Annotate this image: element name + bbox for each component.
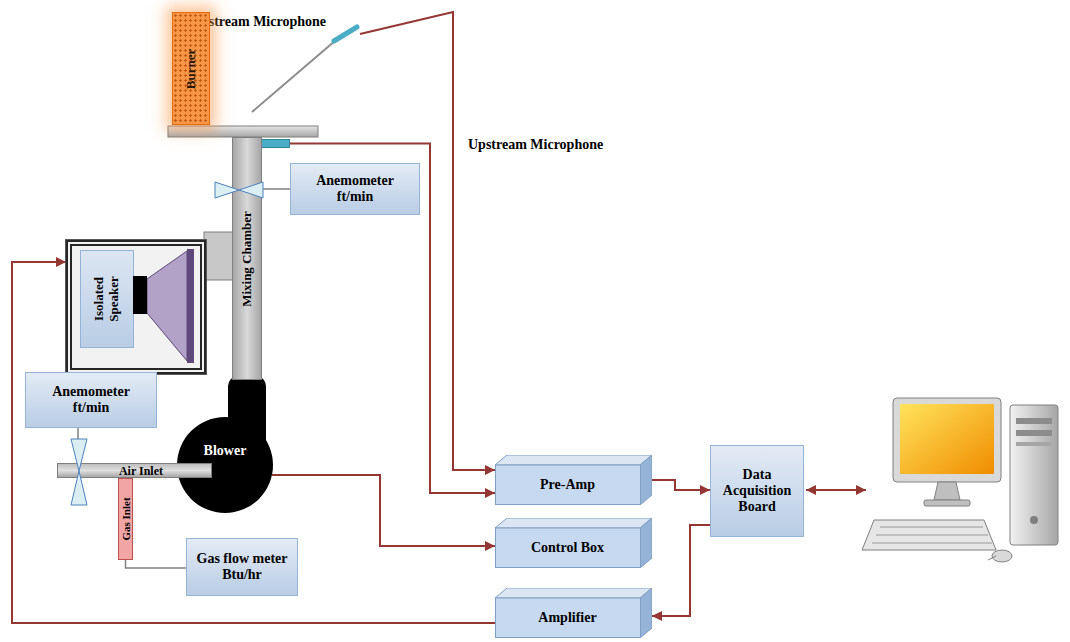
box-top: [495, 588, 652, 598]
burner-plate: [168, 126, 318, 137]
node-label: Amplifier: [495, 598, 640, 638]
node-label: Data Acquisition Board: [715, 467, 799, 515]
node-label: Control Box: [495, 528, 640, 568]
node-label: Air Inlet: [119, 465, 163, 477]
speaker-duct: [204, 232, 234, 280]
box-front: [496, 598, 641, 638]
burner: Burner: [172, 12, 210, 125]
connector: [262, 188, 290, 190]
microphone: Upstream Microphone: [258, 139, 290, 148]
node-label: Anemometer ft/min: [41, 384, 141, 416]
instrument-box: Anemometer ft/min: [290, 163, 420, 215]
node-label: Anemometer ft/min: [305, 173, 405, 205]
node-label: Burner: [184, 48, 199, 88]
connector: [126, 560, 187, 568]
box-side: [640, 455, 652, 505]
microphone: Downstream Microphone: [332, 24, 360, 44]
board-box: Data Acquisition Board: [710, 445, 804, 537]
node-label: Gas flow meter Btu/hr: [192, 551, 292, 583]
speaker-enclosure: Isolated Speaker: [66, 240, 206, 374]
instrument-box: Anemometer ft/min: [25, 372, 157, 428]
speaker-unit: Isolated Speaker: [80, 250, 134, 348]
anemometer-symbol: [69, 437, 89, 507]
box-front: [496, 528, 641, 568]
instrument-box: Gas flow meter Btu/hr: [186, 538, 298, 596]
box-top: [495, 455, 652, 465]
node-label: Pre-Amp: [495, 465, 640, 505]
device-box: Amplifier: [495, 588, 652, 638]
node-label: Blower: [177, 443, 273, 459]
anemometer-symbol: [213, 180, 265, 200]
connector: [290, 144, 495, 494]
device-box: Pre-Amp: [495, 455, 652, 505]
node-label: Mixing Chamber: [240, 211, 255, 307]
connector: [360, 12, 495, 470]
gas-inlet: Gas Inlet: [118, 478, 133, 560]
speaker-magnet: [133, 276, 147, 314]
device-box: Control Box: [495, 518, 652, 568]
box-top: [495, 518, 652, 528]
computer-icon: [862, 398, 1058, 562]
microphone-tip: [334, 27, 357, 41]
connector: [652, 480, 710, 490]
box-front: [496, 465, 641, 505]
mixing-chamber: Mixing Chamber: [232, 137, 262, 380]
microphone-stem: [252, 40, 336, 112]
box-side: [640, 588, 652, 638]
node-label: Isolated Speaker: [92, 263, 122, 335]
data-link: [806, 489, 866, 491]
microphone-label: Upstream Microphone: [468, 137, 603, 153]
air-inlet: Air Inlet: [57, 463, 212, 478]
node-label: Gas Inlet: [120, 497, 131, 540]
speaker-cone: [147, 247, 199, 367]
connector: [272, 475, 495, 546]
box-side: [640, 518, 652, 568]
connector: [652, 525, 710, 616]
